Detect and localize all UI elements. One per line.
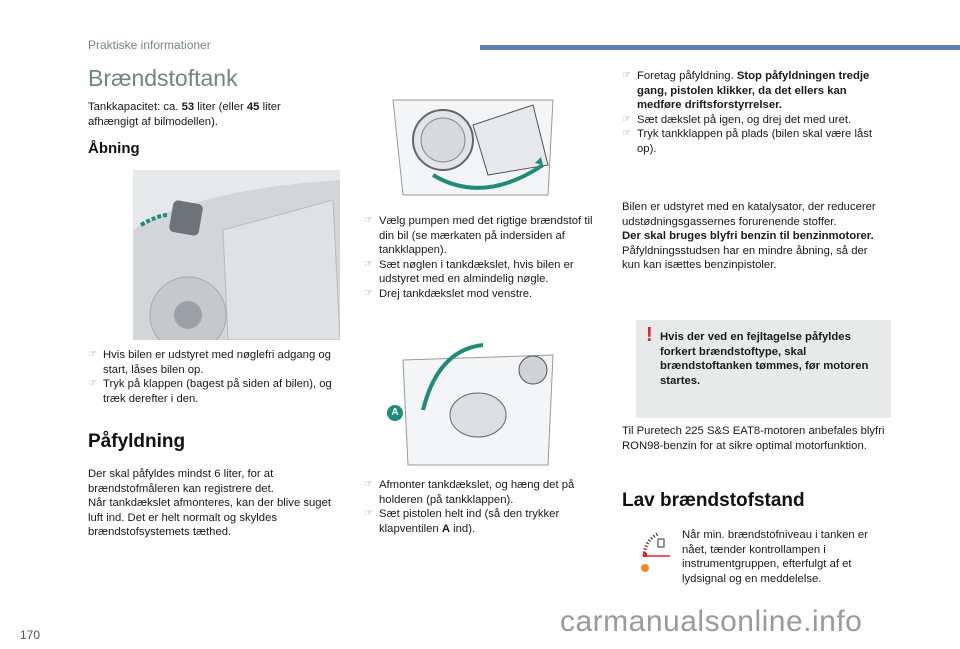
t: Bilen er udstyret med en katalysator, de… xyxy=(622,201,876,228)
t: Tryk tankklappen på plads (bilen skal væ… xyxy=(637,128,873,155)
t: A xyxy=(441,522,450,535)
step: ☞ Sæt dækslet på igen, og drej det med ur… xyxy=(622,113,887,128)
warning-text: Hvis der ved en fejltagelse påfyldes for… xyxy=(660,331,869,387)
t: liter (eller xyxy=(194,101,247,113)
step: ☞ Sæt pistolen helt ind (så den trykker k… xyxy=(364,507,604,536)
bullet-icon: ☞ xyxy=(364,258,373,270)
t: ind). xyxy=(449,522,476,535)
step: ☞ Tryk på klappen (bagest på siden af bil… xyxy=(88,377,338,406)
refuel-steps-3: ☞ Foretag påfyldning. Stop påfyldningen t… xyxy=(622,69,887,157)
heading-opening: Åbning xyxy=(88,140,140,157)
t: Tankkapacitet: ca. xyxy=(88,101,182,113)
bullet-icon: ☞ xyxy=(364,287,373,299)
t: Foretag påfyldning. xyxy=(637,70,737,82)
low-fuel-text: Når min. brændstofniveau i tanken er nåe… xyxy=(682,529,868,585)
t: Tryk på klappen (bagest på siden af bile… xyxy=(103,378,332,405)
step: ☞ Vælg pumpen med det rigtige brændstof t… xyxy=(364,214,604,258)
warning-icon: ! xyxy=(646,324,653,346)
t: Sæt pistolen helt ind (så den trykker kl… xyxy=(379,508,560,535)
catalyst-text: Bilen er udstyret med en katalysator, de… xyxy=(622,200,884,273)
callout-a: A xyxy=(387,405,403,421)
step: ☞ Tryk tankklappen på plads (bilen skal v… xyxy=(622,127,887,156)
t: Vælg pumpen med det rigtige brændstof ti… xyxy=(379,215,593,257)
opening-steps: ☞ Hvis bilen er udstyret med nøglefri adg… xyxy=(88,348,338,406)
page-title: Brændstoftank xyxy=(88,65,238,91)
watermark: carmanualsonline.info xyxy=(560,605,863,638)
page-number: 170 xyxy=(20,628,41,642)
fuel-cap-illustration-2: A xyxy=(383,340,555,470)
t: Afmonter tankdækslet, og hæng det på hol… xyxy=(379,479,575,506)
heading-refuel: Påfyldning xyxy=(88,431,186,452)
bullet-icon: ☞ xyxy=(622,70,631,81)
bullet-icon: ☞ xyxy=(364,215,373,226)
refuel-steps-1: ☞ Vælg pumpen med det rigtige brændstof t… xyxy=(364,214,604,302)
t: Drej tankdækslet mod venstre. xyxy=(379,287,533,300)
t: Sæt dækslet på igen, og drej det med ure… xyxy=(637,113,852,126)
section-header: Praktiske informationer xyxy=(88,38,211,52)
fuel-cap-illustration-1 xyxy=(392,99,554,196)
capacity-45: 45 xyxy=(246,101,260,113)
t: Sæt nøglen i tankdækslet, hvis bilen er … xyxy=(379,258,574,286)
step: ☞ Afmonter tankdækslet, og hæng det på ho… xyxy=(364,478,604,507)
bullet-icon: ☞ xyxy=(622,113,631,125)
t: Påfyldningsstudsen har en mindre åbning,… xyxy=(622,244,868,272)
step: ☞ Sæt nøglen i tankdækslet, hvis bilen er… xyxy=(364,258,604,287)
heading-low-fuel: Lav brændstofstand xyxy=(622,490,805,511)
step: ☞ Foretag påfyldning. Stop påfyldningen t… xyxy=(622,69,887,113)
bullet-icon: ☞ xyxy=(364,479,373,490)
step: ☞ Hvis bilen er udstyret med nøglefri adg… xyxy=(88,348,338,377)
step: ☞ Drej tankdækslet mod venstre. xyxy=(364,287,604,302)
bullet-icon: ☞ xyxy=(88,378,97,390)
intro-text: Tankkapacitet: ca. 53 liter (eller 45 li… xyxy=(88,100,328,129)
t: Der skal bruges blyfri benzin til benzin… xyxy=(622,230,874,243)
refuel-steps-2: ☞ Afmonter tankdækslet, og hæng det på ho… xyxy=(364,478,604,536)
t: Hvis bilen er udstyret med nøglefri adga… xyxy=(103,349,331,376)
car-fuel-flap-illustration xyxy=(133,170,340,340)
warning-box: ! Hvis der ved en fejltagelse påfyldes f… xyxy=(636,320,891,418)
refuel-text: Der skal påfyldes mindst 6 liter, for at… xyxy=(88,468,332,539)
t: liter afhængigt af bilmodellen). xyxy=(88,101,281,128)
bullet-icon: ☞ xyxy=(88,349,97,360)
header-bar xyxy=(480,45,960,50)
bullet-icon: ☞ xyxy=(364,508,373,520)
t: Stop påfyldningen tredje gang, pistolen … xyxy=(637,70,870,112)
low-fuel-warning-icon xyxy=(641,532,670,572)
bullet-icon: ☞ xyxy=(622,128,631,140)
capacity-53: 53 xyxy=(181,101,195,113)
puretech-text: Til Puretech 225 S&S EAT8-motoren anbefa… xyxy=(622,425,885,452)
